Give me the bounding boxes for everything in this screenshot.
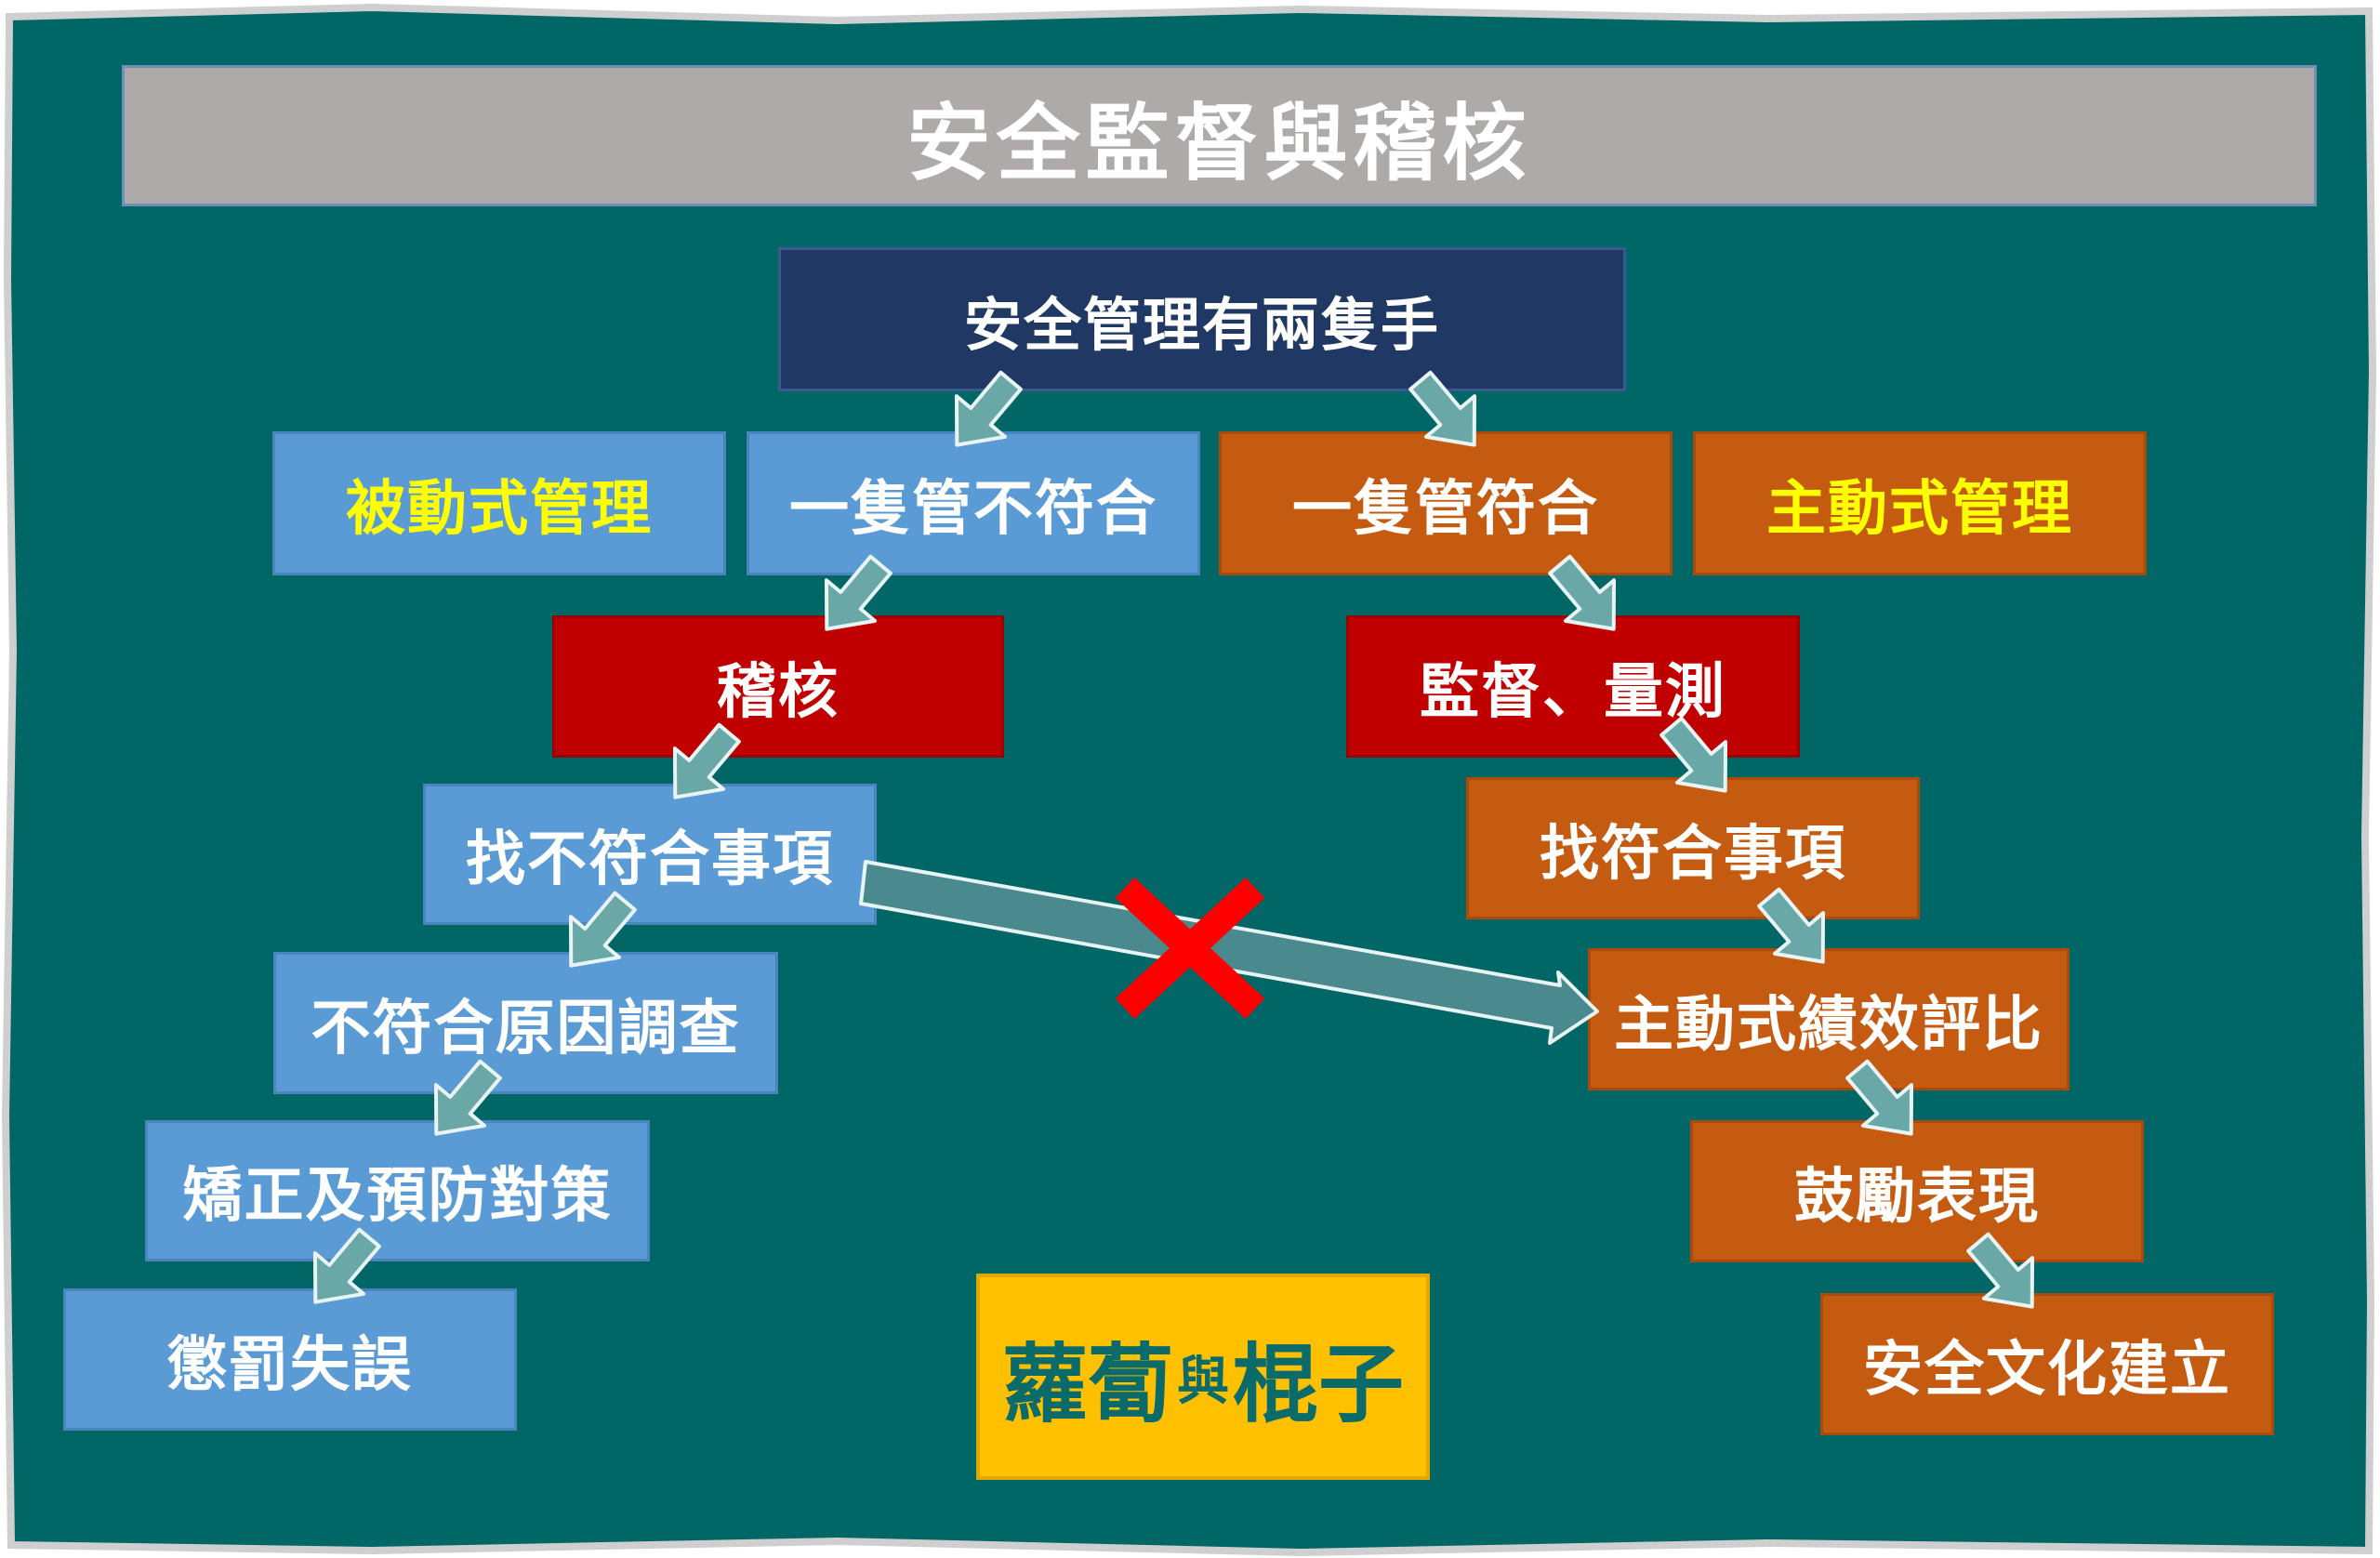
conformity-hand-node: 一隻管符合 <box>1219 431 1673 575</box>
find-nonconformity-node: 找不符合事項 <box>423 784 877 925</box>
cause-investigation-node: 不符合原因調查 <box>273 952 778 1094</box>
supervision-measurement-node: 監督、量測 <box>1346 615 1800 758</box>
audit-node: 稽核 <box>552 615 1004 758</box>
carrot-and-stick-callout: 蘿蔔 與 棍子 <box>976 1274 1430 1480</box>
performance-rating-node: 主動式績效評比 <box>1588 948 2069 1090</box>
active-management-label: 主動式管理 <box>1693 431 2147 575</box>
root-node: 安全管理有兩隻手 <box>778 247 1626 391</box>
callout-part1: 蘿蔔 <box>1001 1334 1173 1434</box>
passive-management-label: 被動式管理 <box>272 431 726 575</box>
callout-connector: 與 <box>1177 1351 1229 1412</box>
safety-culture-node: 安全文化建立 <box>1820 1293 2274 1435</box>
corrective-preventive-node: 矯正及預防對策 <box>145 1120 650 1261</box>
punish-errors-node: 懲罰失誤 <box>63 1288 517 1431</box>
encourage-performance-node: 鼓勵表現 <box>1690 1120 2144 1262</box>
callout-part2: 棍子 <box>1233 1334 1405 1434</box>
find-conformity-node: 找符合事項 <box>1466 777 1920 919</box>
page-title: 安全監督與稽核 <box>122 65 2317 206</box>
nonconformity-hand-node: 一隻管不符合 <box>747 431 1200 575</box>
